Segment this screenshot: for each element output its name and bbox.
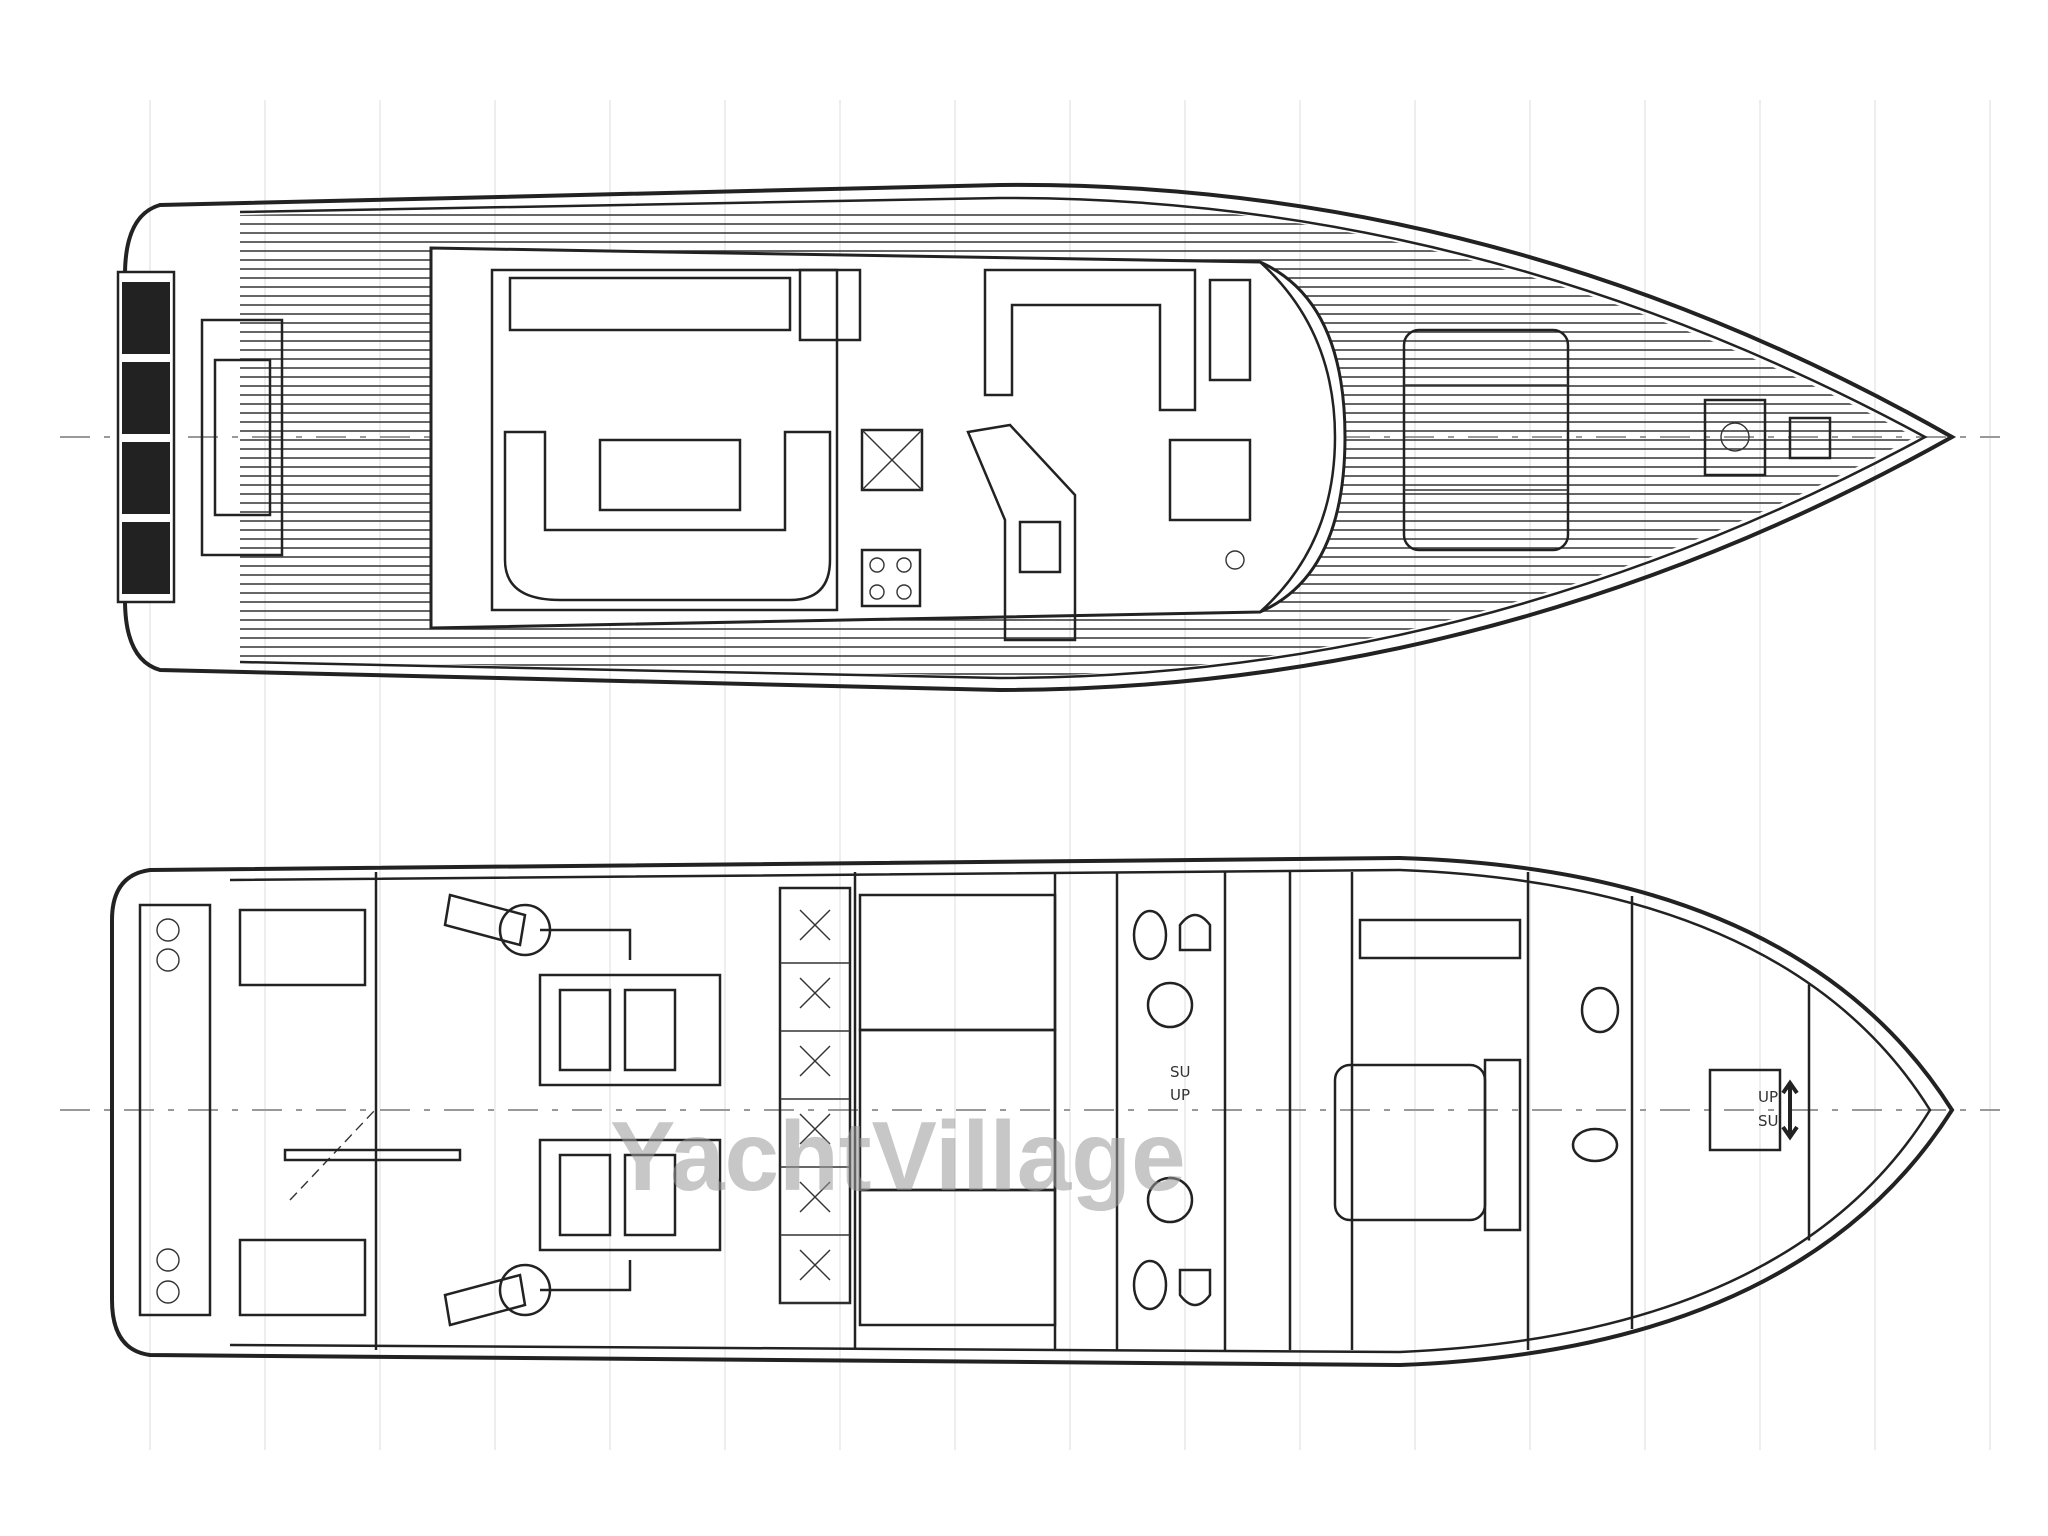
main-deck-plan [60,182,2000,693]
saloon [490,268,839,612]
bulkheads [374,872,1811,1350]
superstructure [429,246,1347,630]
stairs [798,268,862,342]
sink [1132,1259,1168,1311]
grate [122,522,170,594]
lower-deck-plan: SU UP UP SU [60,855,2000,1368]
watermark: YachtVillage [610,1101,1186,1211]
stair-label-su: SU [1170,1063,1191,1081]
grate [122,362,170,434]
stair-label-su: SU [1758,1112,1779,1130]
companionway [1168,438,1252,522]
engine-starboard [538,1138,722,1252]
grate [122,282,170,354]
forward-berth [1708,1068,1782,1152]
deck-edge [239,196,1928,680]
toilet [1178,1268,1212,1307]
windlass [1703,398,1767,477]
stair-label-up: UP [1758,1088,1778,1106]
engines [443,893,722,1327]
cabinet [860,428,924,492]
anchor-chain [1788,416,1832,460]
stair-label-up: UP [1170,1086,1190,1104]
sink [1132,909,1168,961]
hull-outline [123,182,1957,693]
saloon-sofa [503,430,832,602]
sideboard [508,276,792,332]
tank [238,1238,367,1317]
cabin-bed [858,893,1057,1032]
helm-console [966,423,1077,642]
engine-port [538,973,722,1087]
foredeck-hatch [1402,328,1570,552]
stern-sunpad [200,318,284,557]
cooktop [860,548,922,608]
master-bed [1333,1063,1487,1222]
toilet [1178,913,1212,952]
windshield [1259,261,1337,613]
saloon-table [598,438,742,512]
helm-seat [1018,520,1062,574]
tank [238,908,367,987]
locker [1208,278,1252,382]
hull-outline [110,855,1955,1368]
dinette-sofa [983,268,1197,412]
grate [122,442,170,514]
stern-grates [122,282,170,594]
